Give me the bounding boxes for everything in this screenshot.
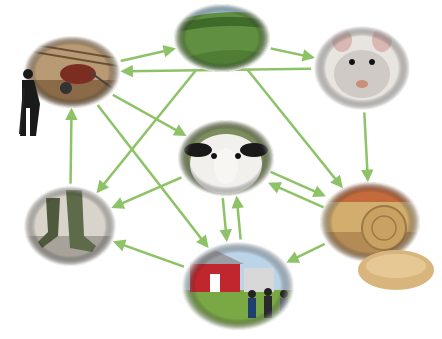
arrow-sheep-to-hay	[269, 170, 326, 198]
arrow-sheep-to-boots	[111, 176, 182, 209]
arrow-shovel-to-grass	[120, 45, 176, 63]
arrow-rodent-to-hay	[361, 112, 374, 183]
node-rodent	[314, 26, 410, 110]
node-barn	[182, 242, 294, 330]
node-hay-bales	[320, 182, 434, 290]
arrow-shovel-to-sheep	[112, 93, 187, 137]
arrow-grass-to-rodent	[270, 47, 316, 62]
arrow-hay-to-sheep	[268, 182, 325, 209]
arrows	[65, 45, 374, 268]
arrow-grass-to-hay	[246, 68, 343, 189]
arrow-barn-to-boots	[112, 239, 185, 268]
arrow-sheep-to-barn	[219, 198, 232, 242]
node-sheep	[178, 120, 274, 196]
node-grass	[174, 4, 270, 72]
arrow-boots-to-shovel	[65, 107, 78, 184]
node-worker-shovel	[19, 36, 120, 136]
node-muddy-boots	[24, 186, 116, 266]
arrow-hay-to-barn	[286, 242, 326, 263]
arrow-shovel-to-barn	[96, 104, 209, 249]
arrow-barn-to-sheep	[231, 195, 244, 240]
arrow-grass-to-boots	[96, 68, 198, 194]
